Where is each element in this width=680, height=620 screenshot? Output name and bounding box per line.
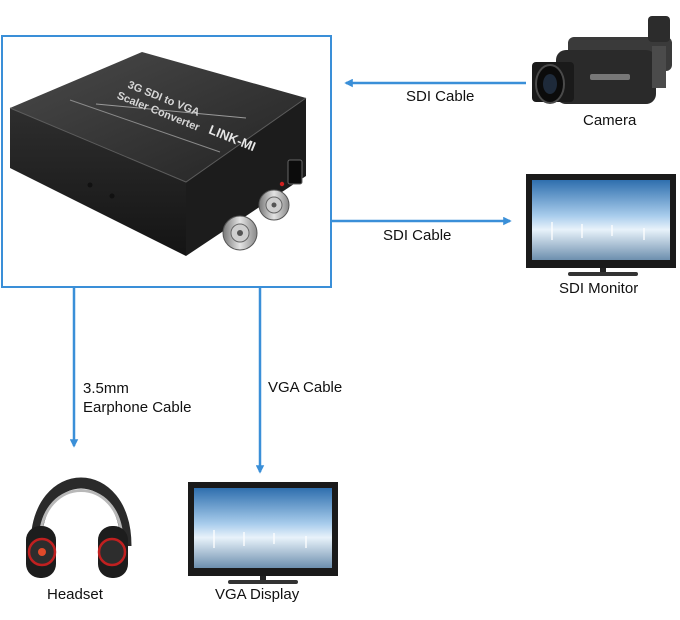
vga-cable-label: VGA Cable [268, 379, 343, 396]
earphone-cable-label: 3.5mm Earphone Cable [83, 379, 191, 417]
sdi-monitor-label: SDI Monitor [559, 280, 639, 297]
vga-display-image [188, 482, 338, 584]
vga-display-label: VGA Display [215, 586, 300, 603]
converter-device: LINK-MI 3G SDI to VGA Scaler Converter [9, 52, 307, 256]
earphone-cable-line1: 3.5mm [83, 380, 129, 397]
headset-label: Headset [47, 586, 103, 603]
converter-frame [1, 35, 332, 288]
camera-sdi-cable-label: SDI Cable [406, 88, 475, 105]
sdi-out-cable-label: SDI Cable [383, 227, 452, 244]
bnc-connector-2 [258, 189, 290, 221]
headset-image [26, 477, 132, 578]
camera-label: Camera [583, 112, 637, 129]
camera-image [532, 16, 672, 104]
earphone-cable-line2: Earphone Cable [83, 399, 192, 416]
bnc-connector-1 [222, 215, 258, 251]
sdi-monitor-image [526, 174, 676, 276]
